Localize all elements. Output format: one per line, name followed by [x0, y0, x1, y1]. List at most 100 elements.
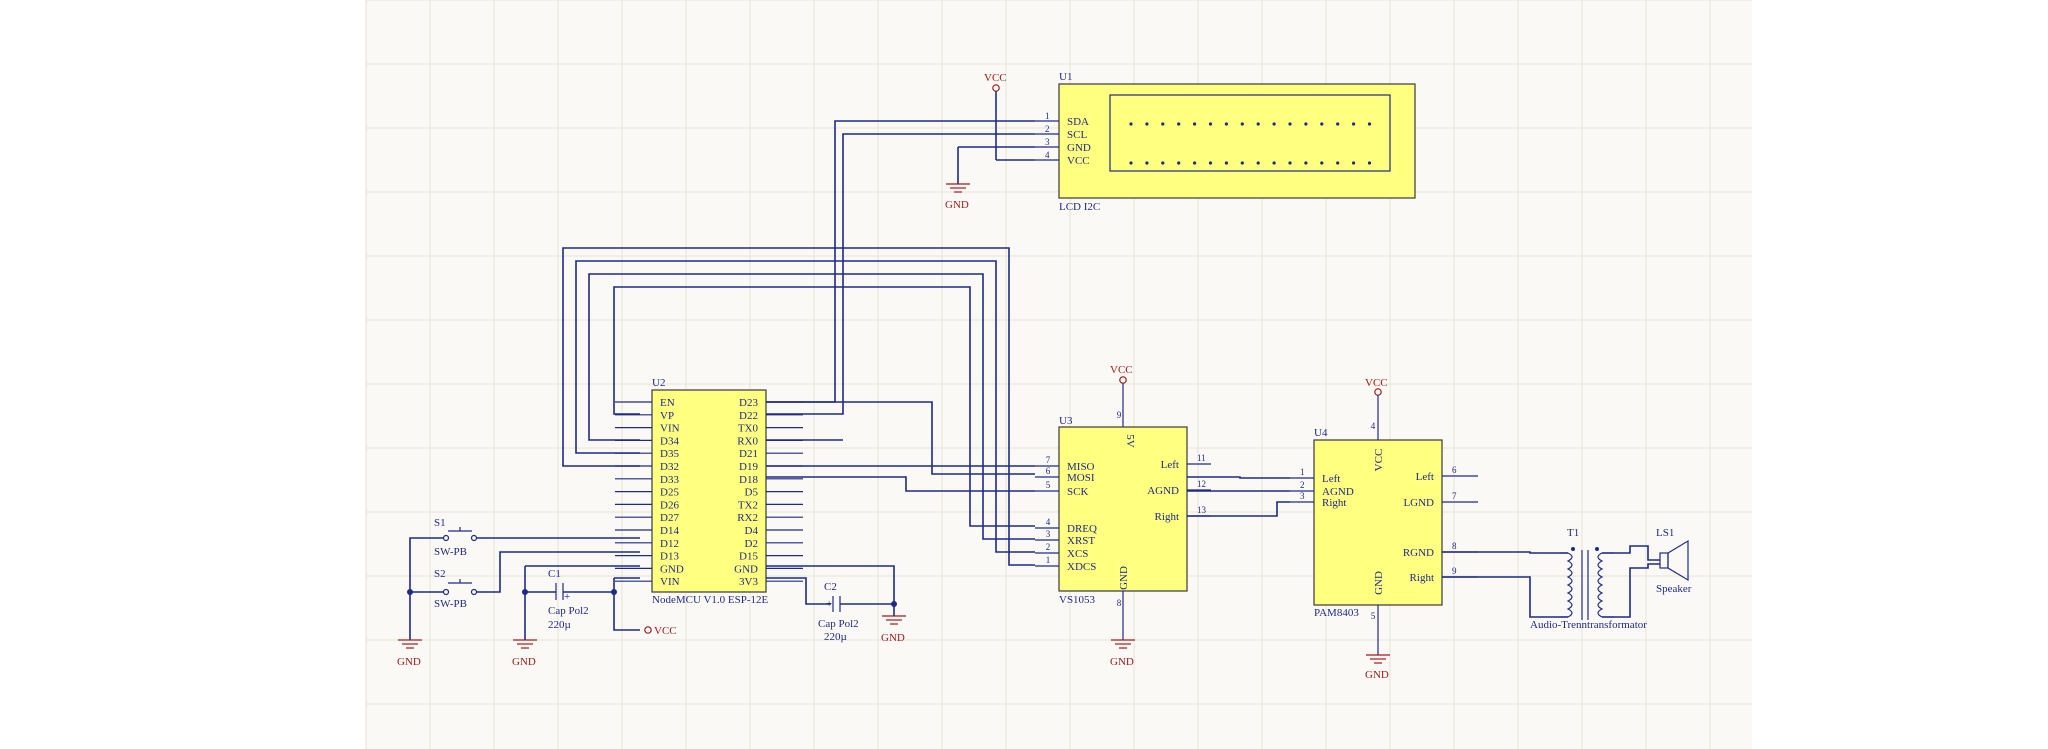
vcc-symbol: VCC: [644, 625, 677, 637]
lcd-pin-name: GND: [1067, 142, 1091, 154]
vs1053-pin-name: MISO: [1067, 461, 1095, 473]
lcd-gnd-symbol: GND: [945, 146, 1035, 211]
lcd-pin-num: 2: [1045, 124, 1050, 134]
pam8403-pin-num: 3: [1300, 491, 1305, 501]
gnd-symbol: GND: [881, 604, 906, 644]
svg-text:GND: GND: [945, 199, 969, 211]
nodemcu-right-pin: D4: [745, 525, 759, 537]
lcd-pin-name: VCC: [1067, 155, 1090, 167]
nodemcu-right-pin: D21: [739, 448, 758, 460]
vs1053-pin-num: 2: [1046, 542, 1051, 552]
nodemcu-right-pin: D23: [739, 397, 758, 409]
pam8403-pin-name: Left: [1416, 471, 1434, 483]
vs1053-pin-num: 11: [1197, 453, 1206, 463]
nodemcu-left-pin: D26: [660, 499, 679, 511]
speaker-ls1[interactable]: LS1 Speaker: [1656, 527, 1692, 595]
pam8403-pin-num: 1: [1300, 467, 1305, 477]
nodemcu-left-pin: D33: [660, 474, 679, 486]
pam8403-pins: 1Left2AGND3Right6Left7LGND8RGND9RightVCC…: [1290, 421, 1478, 621]
pam-vcc: VCC: [1365, 377, 1388, 440]
switch-s2[interactable]: S2 SW-PB: [407, 551, 640, 640]
vs1053-pin-name: SCK: [1067, 486, 1088, 498]
lcd-pin-num: 4: [1045, 150, 1050, 160]
vs1053-bottom-pin-name: GND: [1118, 566, 1130, 590]
lcd-pins: 1 2 3 4 SDA SCL GND VCC: [1035, 111, 1091, 167]
nodemcu-right-pin: D5: [745, 487, 759, 499]
vs1053-pin-num: 1: [1046, 555, 1051, 565]
nodemcu-right-pin: TX2: [738, 499, 758, 511]
nodemcu-right-pin: 3V3: [739, 576, 758, 588]
nodemcu-left-pin: D12: [660, 538, 679, 550]
svg-text:VCC: VCC: [1110, 364, 1133, 376]
nodemcu-left-pin: D34: [660, 435, 679, 447]
capacitor-c1[interactable]: C1 + Cap Pol2 220µ: [522, 565, 640, 640]
lcd-name: LCD I2C: [1059, 201, 1100, 213]
pam8403-pin-name: LGND: [1403, 497, 1434, 509]
pam8403-body: [1313, 439, 1443, 606]
vs1053-pin-name: Right: [1155, 511, 1179, 523]
c1-designator: C1: [548, 568, 561, 580]
pam8403-pin-name: AGND: [1322, 486, 1354, 498]
nodemcu-left-pin: D14: [660, 525, 679, 537]
lcd-pin-num: 3: [1045, 137, 1050, 147]
t1-name: Audio-Trenntransformator: [1530, 619, 1647, 631]
capacitor-c2[interactable]: C2 + Cap Pol2 220µ: [766, 565, 897, 643]
transformer-primary: [1566, 552, 1573, 618]
svg-text:GND: GND: [397, 656, 421, 668]
switch-s1[interactable]: S1 SW-PB: [409, 517, 640, 592]
pam8403-pin-num: 5: [1371, 611, 1376, 621]
vs1053-pin-name: DREQ: [1067, 523, 1097, 535]
c2-value: 220µ: [824, 631, 847, 643]
c1-name: Cap Pol2: [548, 605, 589, 617]
s2-designator: S2: [434, 568, 446, 580]
nodemcu-left-pin: D32: [660, 461, 679, 473]
svg-text:GND: GND: [1110, 656, 1134, 668]
lcd-vcc-symbol: VCC: [984, 72, 1035, 161]
nodemcu-left-pin: EN: [660, 397, 675, 409]
pam-gnd: GND: [1365, 605, 1390, 681]
svg-text:VCC: VCC: [1365, 377, 1388, 389]
ls1-designator: LS1: [1656, 527, 1674, 539]
lcd-designator: U1: [1059, 71, 1072, 83]
vs1053-pin-num: 6: [1046, 466, 1051, 476]
s2-name: SW-PB: [434, 598, 467, 610]
vs1053-pin-num: 7: [1046, 455, 1051, 465]
svg-text:VCC: VCC: [654, 625, 677, 637]
nodemcu-right-pin: D18: [739, 474, 758, 486]
transformer-t1[interactable]: T1 Audio-Trenntransformator: [1530, 527, 1647, 631]
pam8403-component[interactable]: U4 1Left2AGND3Right6Left7LGND8RGND9Right…: [1290, 421, 1478, 621]
vs1053-body: [1058, 426, 1188, 592]
vs1053-pin-name: MOSI: [1067, 472, 1095, 484]
vs1053-pin-num: 3: [1046, 529, 1051, 539]
svg-text:+: +: [826, 598, 832, 610]
nodemcu-body: [651, 389, 767, 593]
pam8403-pin-num: 2: [1300, 480, 1305, 490]
lcd-i2c-component[interactable]: U1 LCD I2C 1 2 3 4 SDA SCL GND VCC: [1035, 71, 1416, 213]
pam8403-pin-name: Right: [1410, 572, 1434, 584]
nodemcu-designator: U2: [652, 377, 665, 389]
transformer-secondary: [1597, 552, 1604, 618]
nodemcu-left-pin: VIN: [660, 423, 680, 435]
gnd-symbol: GND: [512, 639, 537, 668]
pam8403-bottom-pin-name: GND: [1373, 571, 1385, 595]
nodemcu-right-pin: D2: [745, 538, 758, 550]
vs1053-component[interactable]: U3 7MISO6MOSI5SCK4DREQ3XRST2XCS1XDCS11Le…: [1035, 410, 1211, 608]
nodemcu-left-pin: D25: [660, 487, 679, 499]
ls1-name: Speaker: [1656, 583, 1692, 595]
wires: [562, 120, 1660, 618]
vs1053-pin-num: 4: [1046, 517, 1051, 527]
lcd-pin-name: SCL: [1067, 129, 1087, 141]
vs1053-pin-name: AGND: [1147, 485, 1179, 497]
pam8403-pin-num: 6: [1452, 465, 1457, 475]
t1-designator: T1: [1567, 527, 1579, 539]
nodemcu-right-pin: D22: [739, 410, 758, 422]
vs1053-gnd: GND: [1110, 591, 1135, 668]
grid: [365, 0, 1752, 749]
pam8403-top-pin-name: VCC: [1373, 449, 1385, 472]
vs1053-pin-num: 9: [1117, 410, 1122, 420]
c1-value: 220µ: [548, 619, 571, 631]
pam8403-name: PAM8403: [1314, 607, 1359, 619]
